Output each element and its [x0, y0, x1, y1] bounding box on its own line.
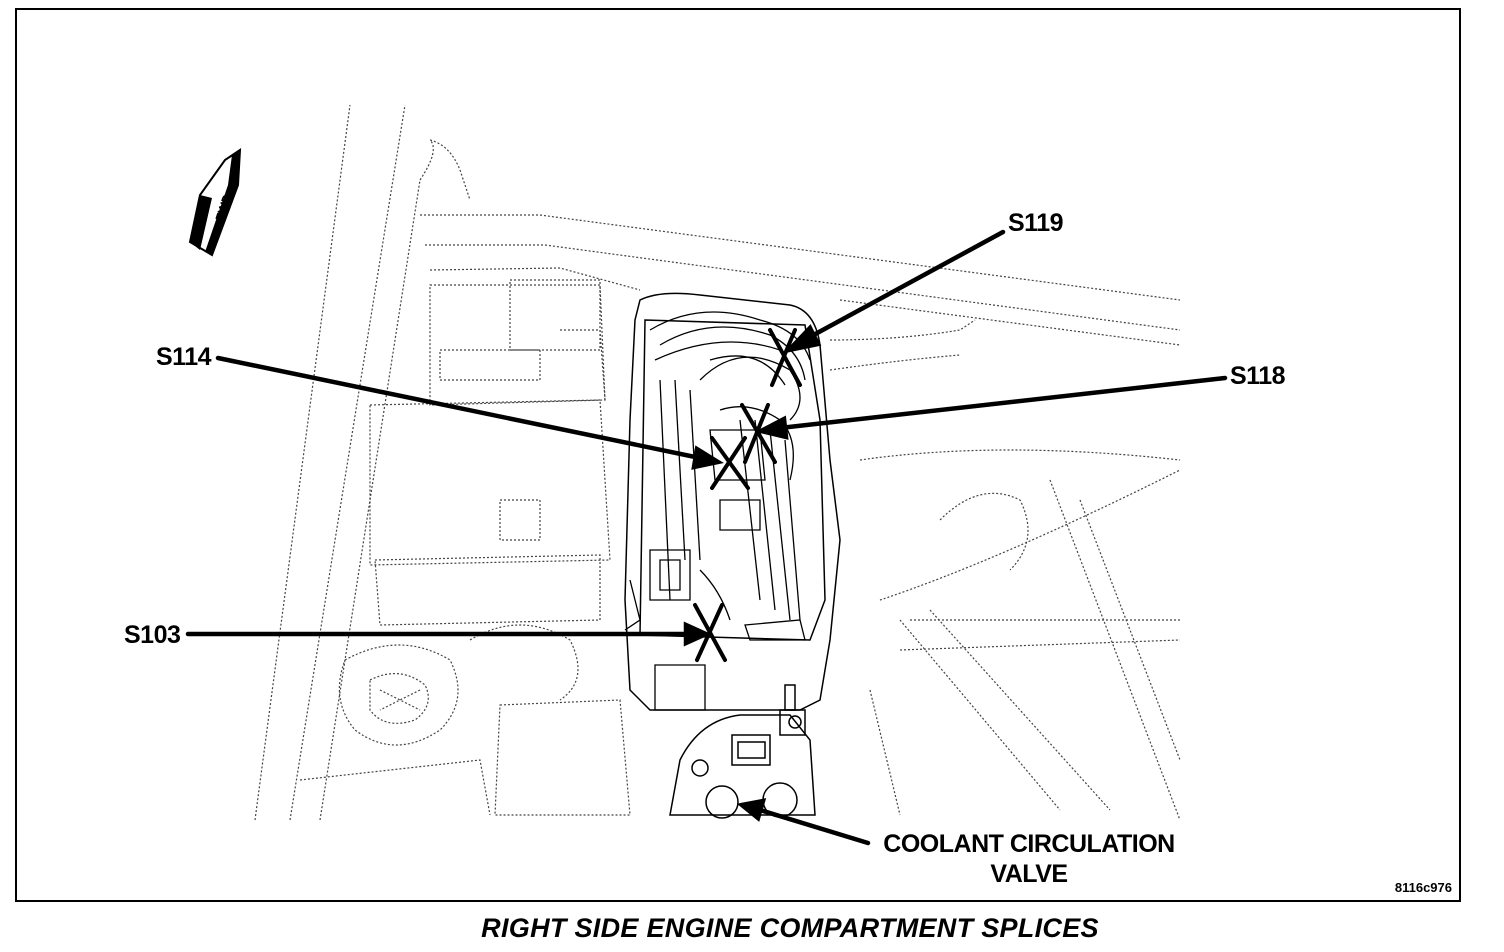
s114-splice-marker	[710, 436, 750, 490]
callout-s119: S119	[1008, 209, 1064, 237]
s114-arrowhead	[691, 445, 724, 470]
callout-coolant-line1: COOLANT CIRCULATION	[883, 830, 1175, 858]
s103-splice-marker	[693, 603, 727, 662]
figure-caption: RIGHT SIDE ENGINE COMPARTMENT SPLICES	[481, 913, 1099, 943]
callout-s118: S118	[1230, 362, 1286, 390]
s119-leader-line	[805, 229, 1006, 341]
callout-s114: S114	[156, 343, 212, 371]
callout-coolant-circulation-valve: COOLANT CIRCULATION VALVE	[874, 829, 1184, 889]
s118-splice-marker	[740, 403, 777, 464]
coolant-valve-leader-line	[757, 807, 871, 846]
s103-arrowhead	[683, 621, 712, 647]
s114-leader-line	[215, 355, 703, 461]
coolant-valve-arrowhead	[736, 798, 767, 822]
s118-leader-line	[777, 375, 1228, 431]
callout-coolant-line2: VALVE	[990, 860, 1068, 888]
fwd-arrow-icon: FWD	[188, 148, 242, 257]
callout-s103: S103	[124, 621, 181, 649]
s118-arrowhead	[754, 415, 789, 440]
s119-arrowhead	[782, 324, 822, 354]
figure-code: 8116c976	[1394, 880, 1452, 895]
s119-splice-marker	[768, 328, 802, 387]
